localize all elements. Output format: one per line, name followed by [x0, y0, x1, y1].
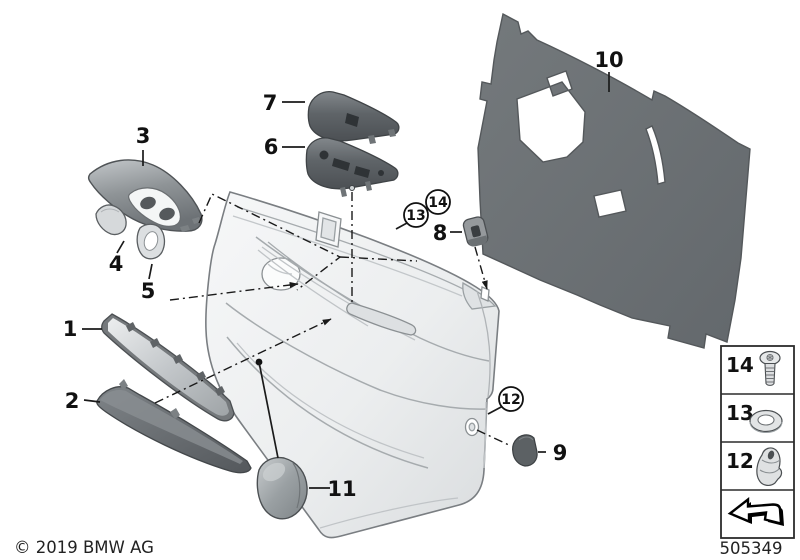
- part-8-clip: [462, 216, 489, 247]
- svg-text:12: 12: [501, 392, 520, 408]
- svg-text:13: 13: [726, 401, 754, 425]
- callout-10: 10: [594, 48, 623, 72]
- part-7-switch-cover: [307, 91, 400, 144]
- dashdot-part2: [154, 318, 332, 404]
- part-10-sound-insulation: [477, 12, 751, 349]
- part-6-switch-carrier: [305, 137, 399, 197]
- part-1-sill-strip: [101, 313, 235, 422]
- armrest-switch-bezel: [346, 302, 417, 336]
- svg-text:14: 14: [428, 195, 448, 211]
- dashdot-part9: [476, 429, 512, 447]
- callout-5: 5: [141, 279, 156, 303]
- callout-14-circled: 14: [425, 189, 451, 215]
- drawing-number: 505349: [720, 539, 783, 558]
- legend-row-13: 13: [726, 401, 783, 433]
- dashdot-part3b: [339, 256, 418, 262]
- callout-9: 9: [553, 441, 568, 465]
- callout-4: 4: [109, 252, 124, 276]
- callout-6: 6: [264, 135, 279, 159]
- part-3-handle-trim: [87, 159, 203, 232]
- leader-11b: [258, 361, 279, 459]
- part-9-cap: [512, 434, 538, 467]
- callout-8: 8: [433, 221, 448, 245]
- dashdot-part3: [198, 193, 342, 291]
- sill-strip-tabs: [126, 322, 225, 396]
- part-2-lower-trim: [96, 379, 252, 474]
- dashdot-part1: [169, 281, 299, 301]
- callout-7: 7: [263, 91, 278, 115]
- svg-text:12: 12: [726, 449, 754, 473]
- expanding-rivet-icon: [756, 447, 783, 486]
- leader-2: [83, 399, 101, 403]
- callout-13-circled: 13: [403, 202, 429, 228]
- part-4-cover-cap: [95, 204, 127, 236]
- callout-labels: 1 2 3 4 5 6 7 8 9 10 11 12 13 14: [63, 48, 624, 501]
- callout-3: 3: [136, 124, 151, 148]
- dashdot-part8: [474, 246, 488, 290]
- copyright-note: © 2019 BMW AG: [14, 538, 154, 557]
- legend-row-12: 12: [726, 447, 783, 486]
- leader-13: [395, 222, 408, 230]
- leader-5: [148, 263, 153, 280]
- svg-text:13: 13: [406, 208, 425, 224]
- part-11-speaker-cover: [256, 456, 308, 520]
- leader-lines: [82, 72, 610, 489]
- clip-slot: [480, 286, 490, 302]
- callout-1: 1: [63, 317, 78, 341]
- part-5-bracket: [136, 223, 166, 260]
- callout-11: 11: [327, 477, 356, 501]
- leader-4: [116, 240, 125, 254]
- callout-12-circled: 12: [498, 386, 524, 412]
- washer-icon: [749, 409, 783, 433]
- svg-text:14: 14: [726, 353, 754, 377]
- legend-row-14: 14: [726, 350, 781, 386]
- assembly-dash-dot-lines: [154, 192, 512, 447]
- direction-of-travel-arrow-icon: [727, 497, 784, 526]
- leader-12: [487, 405, 504, 415]
- callout-2: 2: [65, 389, 80, 413]
- legend-box: 14 13 12: [720, 345, 795, 539]
- screw-icon: [759, 350, 781, 386]
- insulation-panel-shape: [477, 12, 751, 349]
